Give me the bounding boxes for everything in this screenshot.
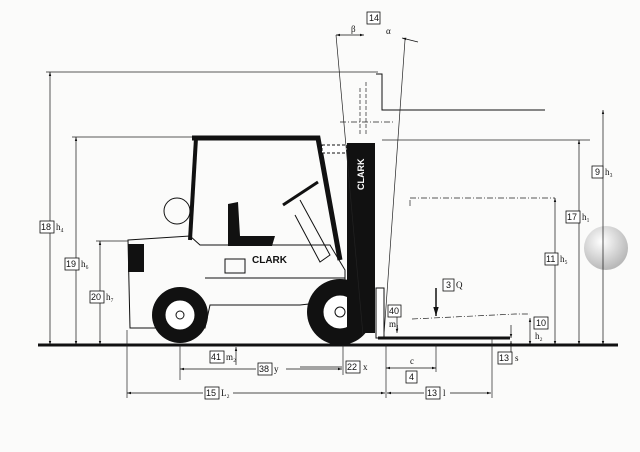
label-h2: 10 h₂ bbox=[533, 316, 549, 341]
label-h6: 19 h₆ bbox=[64, 257, 89, 271]
label-c: c4 bbox=[405, 356, 418, 384]
svg-text:18: 18 bbox=[41, 222, 51, 232]
svg-text:c: c bbox=[410, 356, 414, 366]
svg-text:h₂: h₂ bbox=[535, 331, 543, 341]
seat bbox=[228, 202, 275, 246]
mast-brand: CLARK bbox=[356, 158, 366, 190]
label-m1: 40 m₁ bbox=[387, 304, 402, 329]
rear-wheel bbox=[152, 287, 208, 343]
badge bbox=[224, 258, 246, 274]
svg-text:9: 9 bbox=[595, 167, 600, 177]
svg-text:13: 13 bbox=[427, 388, 437, 398]
label-x: 22 x bbox=[345, 360, 368, 374]
svg-text:40: 40 bbox=[389, 306, 399, 316]
brand-label: CLARK bbox=[252, 255, 288, 266]
label-tilt: 14 β α bbox=[351, 11, 391, 36]
svg-text:s: s bbox=[515, 353, 519, 363]
label-m2: 41 m₂ bbox=[209, 350, 236, 364]
svg-text:22: 22 bbox=[347, 362, 357, 372]
forklift: CLARK CLARK bbox=[127, 34, 628, 345]
svg-text:L₂: L₂ bbox=[221, 388, 230, 398]
svg-text:17: 17 bbox=[567, 212, 577, 222]
svg-text:19: 19 bbox=[66, 259, 76, 269]
svg-text:h₁: h₁ bbox=[582, 212, 590, 222]
svg-text:m₁: m₁ bbox=[389, 319, 399, 329]
svg-text:10: 10 bbox=[536, 318, 546, 328]
beta-label: β bbox=[351, 24, 356, 34]
label-h1: 17 h₁ bbox=[565, 210, 590, 224]
label-h4: 18 h₄ bbox=[39, 220, 64, 234]
svg-text:h₅: h₅ bbox=[560, 254, 568, 264]
svg-text:3: 3 bbox=[446, 280, 451, 290]
svg-text:h₃: h₃ bbox=[605, 167, 613, 177]
label-h3: 9 h₃ bbox=[591, 165, 613, 179]
svg-text:15: 15 bbox=[206, 388, 216, 398]
svg-text:x: x bbox=[363, 362, 368, 372]
svg-text:14: 14 bbox=[369, 13, 379, 23]
gas-tank bbox=[163, 197, 191, 225]
svg-text:l: l bbox=[443, 388, 446, 398]
label-L2: 15 L₂ bbox=[203, 386, 233, 400]
svg-text:4: 4 bbox=[409, 372, 414, 382]
mast bbox=[347, 143, 375, 333]
svg-text:m₂: m₂ bbox=[226, 352, 236, 362]
svg-text:h₄: h₄ bbox=[56, 222, 64, 232]
label-l: 13 l bbox=[424, 386, 450, 400]
svg-text:20: 20 bbox=[91, 292, 101, 302]
load-sphere bbox=[584, 226, 628, 270]
svg-text:Q: Q bbox=[456, 280, 463, 290]
label-h7: 20 h₇ bbox=[89, 290, 114, 304]
alpha-label: α bbox=[386, 26, 391, 36]
label-y: 38 y bbox=[256, 362, 286, 376]
label-h5: 11 h₅ bbox=[544, 252, 568, 266]
svg-text:13: 13 bbox=[499, 353, 509, 363]
svg-text:h₆: h₆ bbox=[81, 259, 89, 269]
svg-text:41: 41 bbox=[211, 352, 221, 362]
label-s: 13 s bbox=[497, 351, 519, 365]
rear-light bbox=[128, 244, 144, 272]
svg-text:y: y bbox=[274, 364, 279, 374]
svg-text:h₇: h₇ bbox=[106, 292, 114, 302]
svg-text:11: 11 bbox=[546, 254, 555, 264]
svg-text:38: 38 bbox=[259, 364, 269, 374]
